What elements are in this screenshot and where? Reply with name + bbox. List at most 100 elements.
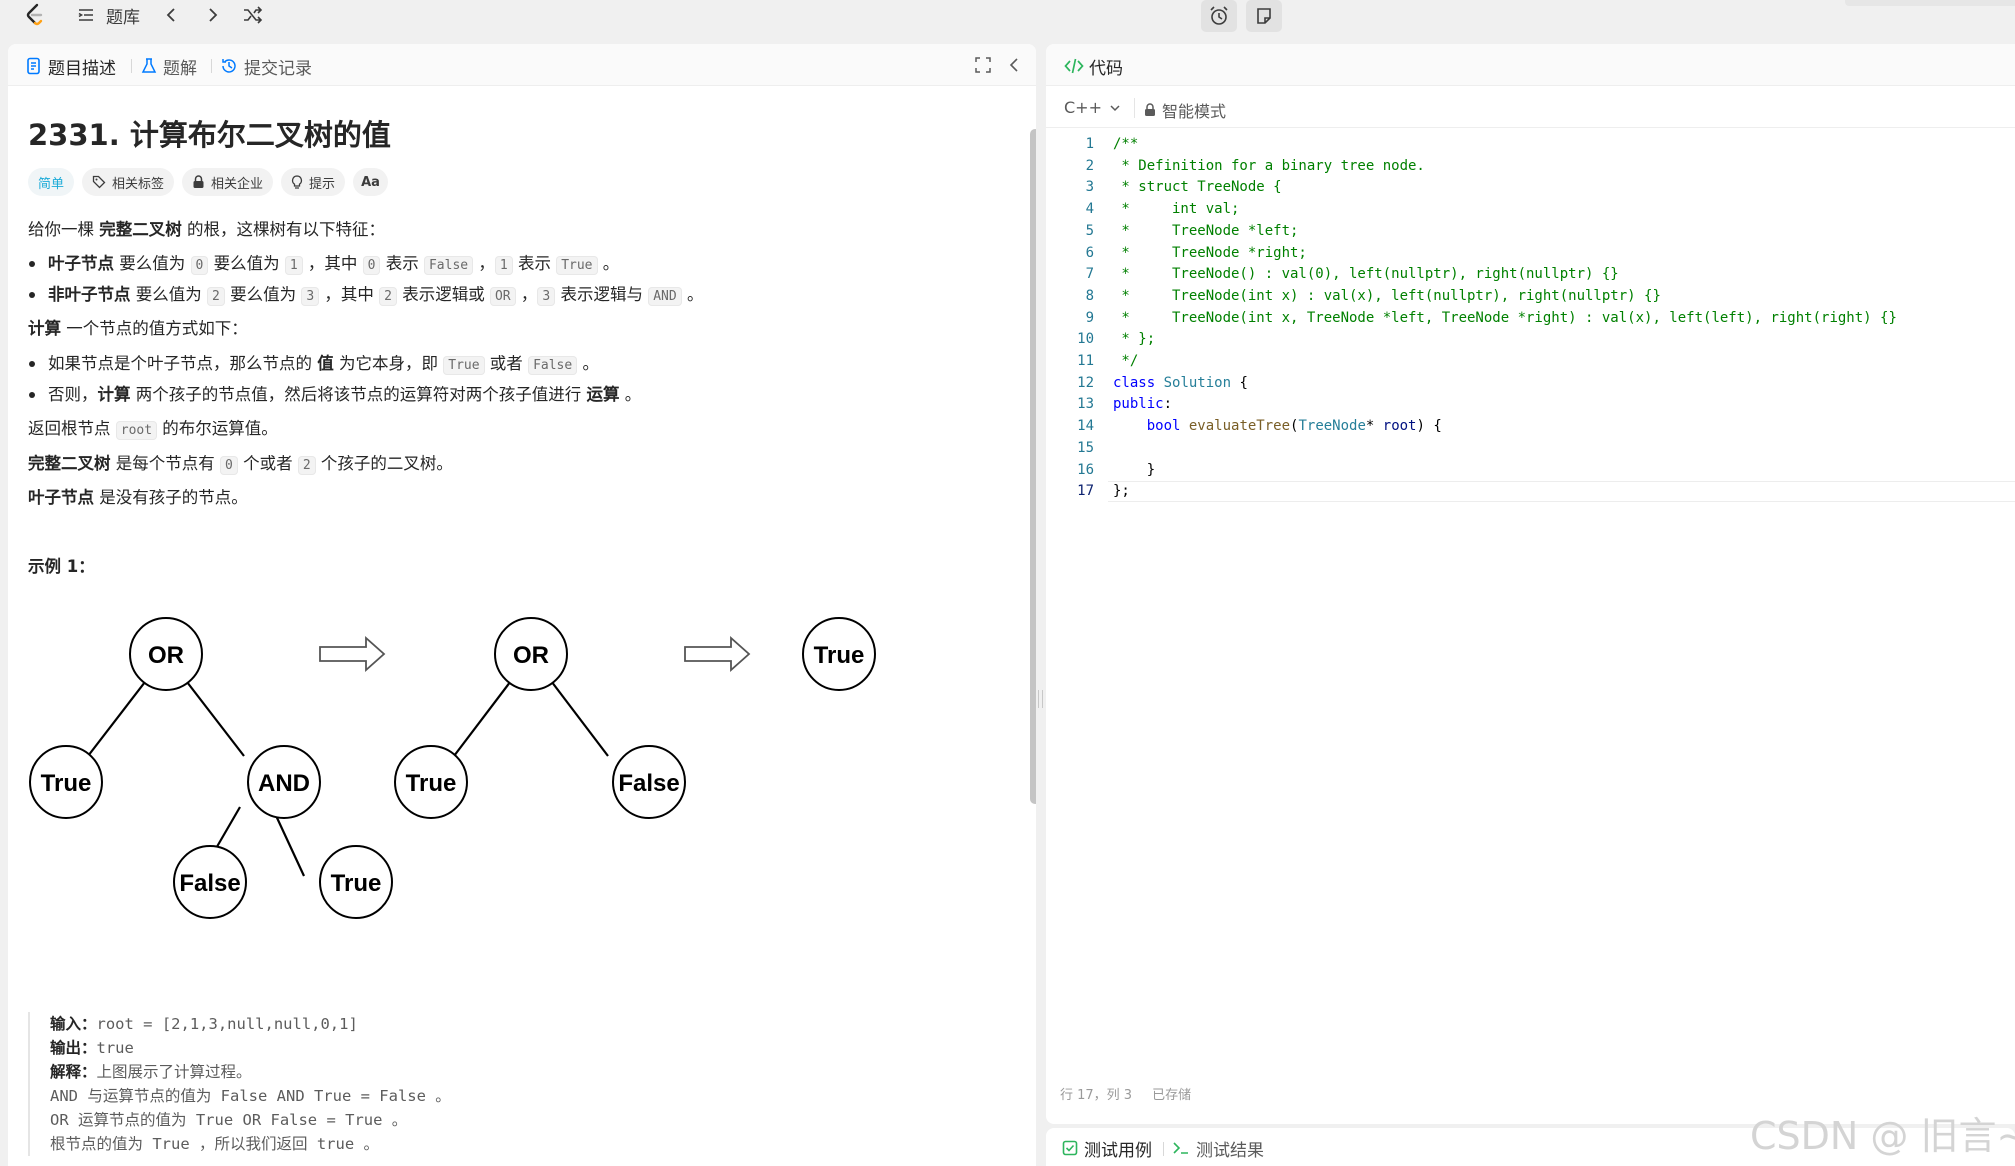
code-content[interactable]: /** * Definition for a binary tree node.…: [1113, 136, 1897, 500]
text: 表示: [512, 254, 557, 273]
tab-solutions[interactable]: 题解: [141, 54, 197, 79]
tags-button[interactable]: 相关标签: [82, 168, 175, 196]
tree-a-rr-node: [319, 845, 393, 919]
language-select[interactable]: C++: [1064, 98, 1122, 117]
testcase-label: 测试用例: [1084, 1140, 1152, 1161]
tab-testcase[interactable]: 测试用例: [1062, 1136, 1152, 1161]
output-value: true: [96, 1039, 134, 1057]
smart-mode-toggle[interactable]: 智能模式: [1144, 98, 1226, 122]
notes-button[interactable]: [1246, 0, 1282, 32]
bold-text: 值: [317, 354, 334, 373]
intro-paragraph: 给你一棵 完整二叉树 的根，这棵树有以下特征：: [28, 218, 385, 242]
list-icon: [78, 9, 93, 21]
tree-a-root-label: OR: [148, 642, 184, 669]
inline-code: 1: [284, 256, 303, 275]
line-number: 7: [1085, 266, 1094, 283]
leetcode-logo-icon[interactable]: [22, 2, 48, 28]
chevron-left-icon: [166, 8, 175, 22]
tab-submissions[interactable]: 提交记录: [220, 54, 312, 79]
tree-b-left-label: True: [406, 770, 457, 797]
explain-line: AND 与运算节点的值为 False AND True = False 。: [50, 1087, 451, 1105]
arrow-icon: [319, 635, 751, 673]
text: 两个孩子的节点值，然后将该节点的运算符对两个孩子值进行: [130, 385, 587, 404]
text: 。: [619, 385, 642, 404]
bold-text: 叶子节点: [48, 254, 114, 273]
tab-submissions-label: 提交记录: [244, 58, 312, 79]
editor-status-bar: 行 17，列 3 已存储: [1060, 1084, 1191, 1103]
inline-code: False: [528, 356, 578, 375]
full-binary-tree-paragraph: 完整二叉树 是每个节点有 0 个或者 2 个孩子的二叉树。: [28, 452, 453, 478]
inline-code: False: [423, 256, 474, 275]
fullscreen-button[interactable]: [974, 56, 992, 78]
mode-label: 智能模式: [1162, 102, 1227, 121]
line-number: 16: [1077, 461, 1094, 478]
tags-label: 相关标签: [112, 176, 165, 192]
font-size-button[interactable]: Aa: [353, 168, 388, 196]
tree-b-root-label: OR: [513, 642, 549, 669]
tab-divider: [1163, 1142, 1164, 1156]
tab-divider: [131, 59, 132, 73]
inline-code: True: [556, 256, 598, 275]
line-number: 3: [1085, 179, 1094, 196]
inline-code: 2: [297, 456, 316, 475]
history-icon: [222, 59, 236, 73]
bold-text: 叶子节点: [28, 488, 94, 507]
text: 。: [681, 285, 704, 304]
inline-code: root: [115, 421, 158, 440]
cursor-position: 行 17，列 3: [1060, 1088, 1133, 1103]
rule-nonleaf-list-item: 否则，计算 两个孩子的节点值，然后将该节点的运算符对两个孩子值进行 运算 。: [28, 383, 641, 407]
hint-button[interactable]: 提示: [281, 168, 346, 196]
lock-icon: [1145, 103, 1155, 116]
tab-description[interactable]: 题目描述: [26, 54, 116, 79]
note-icon: [1257, 8, 1271, 24]
text: 个或者: [237, 454, 298, 473]
problem-panel: 题目描述 题解 提交记录 2331. 计算布尔二叉树的值 简单 相关标签: [8, 44, 1036, 1166]
text: 个孩子的二叉树。: [315, 454, 453, 473]
example-tree-illustration: OR True AND False True OR True False Tru…: [29, 617, 876, 919]
problem-list-label: 题库: [106, 7, 140, 28]
tree-a-rl-node: [173, 845, 247, 919]
line-number: 1: [1085, 136, 1094, 152]
inline-code: 0: [190, 256, 209, 275]
terminal-icon: [1173, 1142, 1188, 1154]
panel-resize-handle[interactable]: [1038, 690, 1043, 708]
example-block: 输入：root = [2,1,3,null,null,0,1] 输出：true …: [28, 1012, 988, 1156]
tree-a-rr-label: True: [331, 870, 382, 897]
font-size-icon: Aa: [361, 174, 380, 190]
prev-problem-button[interactable]: [162, 2, 182, 28]
text: 表示逻辑或: [396, 285, 490, 304]
text: 或者: [484, 354, 529, 373]
description-scrollbar[interactable]: [1030, 129, 1036, 804]
collapse-panel-button[interactable]: [1006, 56, 1024, 78]
tree-a-right-label: AND: [258, 770, 310, 797]
problem-list-button[interactable]: 题库: [76, 2, 140, 28]
text: 返回根节点: [28, 419, 116, 438]
result-label: 测试结果: [1196, 1140, 1264, 1161]
problem-badges: 简单 相关标签 相关企业 提示 Aa: [28, 168, 388, 196]
text: 。: [597, 254, 620, 273]
non-leaf-node-list-item: 非叶子节点 要么值为 2 要么值为 3 ，其中 2 表示逻辑或 OR ，3 表示…: [28, 283, 703, 309]
inline-code: 1: [494, 256, 513, 275]
text: ，其中: [319, 285, 380, 304]
text: 。: [577, 354, 599, 373]
test-panel: 测试用例 测试结果: [1046, 1128, 2015, 1166]
tab-code[interactable]: 代码: [1064, 54, 1123, 79]
tree-a-left-label: True: [41, 770, 92, 797]
inline-code: 0: [220, 456, 238, 475]
input-label: 输入：: [50, 1015, 97, 1033]
inline-code: 3: [301, 287, 320, 306]
lightbulb-icon: [291, 174, 303, 189]
text: 如果节点是个叶子节点，那么节点的: [48, 354, 318, 373]
next-problem-button[interactable]: [202, 2, 222, 28]
line-number: 2: [1085, 157, 1094, 174]
companies-button[interactable]: 相关企业: [182, 168, 274, 196]
random-problem-button[interactable]: [242, 2, 264, 28]
tab-test-result[interactable]: 测试结果: [1172, 1136, 1264, 1161]
text: 是没有孩子的节点。: [94, 488, 248, 507]
tree-a-rl-label: False: [179, 870, 240, 897]
line-number: 11: [1077, 353, 1094, 370]
line-number: 8: [1085, 287, 1094, 304]
timer-button[interactable]: [1201, 0, 1237, 32]
line-number: 6: [1085, 244, 1094, 261]
